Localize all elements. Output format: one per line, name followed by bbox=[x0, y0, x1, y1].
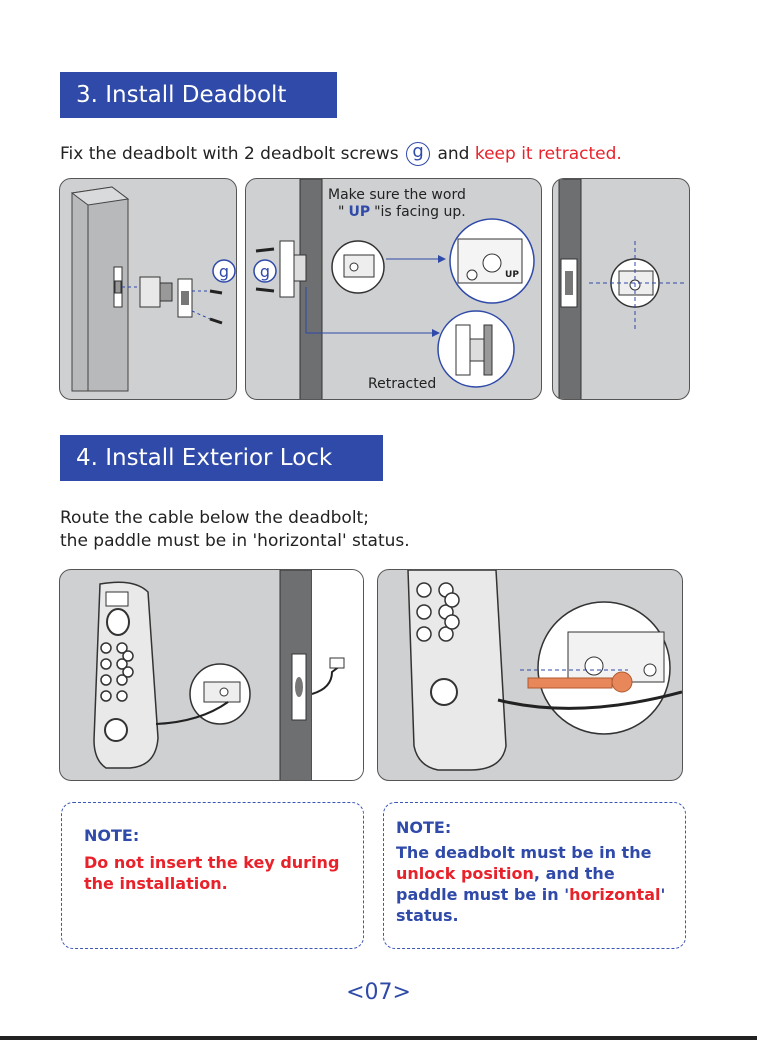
note-text: Do not insert the key during the install… bbox=[84, 853, 340, 893]
paddle-horizontal-panel bbox=[377, 569, 683, 781]
section-4-instruction-line1: Route the cable below the deadbolt; bbox=[60, 508, 369, 528]
note-text: The deadbolt must be in the unlock posit… bbox=[396, 843, 666, 925]
deadbolt-parts-illustration: g bbox=[70, 186, 236, 392]
note-title: NOTE: bbox=[396, 818, 452, 837]
note-title: NOTE: bbox=[84, 826, 140, 845]
instruction-retracted: keep it retracted. bbox=[474, 144, 622, 164]
screw-g-label: g bbox=[219, 262, 229, 281]
callout-line2: "UP"is facing up. bbox=[338, 204, 466, 220]
deadbolt-orientation-illustration: g UP Make sure the word "UP"is facing up… bbox=[253, 179, 535, 399]
callout-line1: Make sure the word bbox=[328, 187, 466, 203]
section-4-instruction-line2: the paddle must be in 'horizontal' statu… bbox=[60, 531, 410, 551]
deadbolt-alignment-panel bbox=[552, 178, 690, 400]
section-4-heading: 4. Install Exterior Lock bbox=[60, 435, 383, 481]
note-no-key: NOTE: Do not insert the key during the i… bbox=[61, 802, 364, 949]
paddle-horizontal-illustration bbox=[407, 570, 682, 771]
deadbolt-parts-panel: g bbox=[59, 178, 237, 400]
bottom-border bbox=[0, 1036, 757, 1040]
page-number: <07> bbox=[346, 980, 411, 1005]
exterior-lock-panel bbox=[59, 569, 364, 781]
note-unlock-position: NOTE: The deadbolt must be in the unlock… bbox=[383, 802, 686, 949]
horizontal-emphasis: horizontal bbox=[569, 885, 661, 904]
instruction-text: Fix the deadbolt with 2 deadbolt screws bbox=[60, 144, 399, 164]
deadbolt-alignment-illustration bbox=[558, 179, 685, 399]
deadbolt-orientation-panel: g UP Make sure the word "UP"is facing up… bbox=[245, 178, 542, 400]
svg-text:UP: UP bbox=[505, 270, 519, 280]
retracted-label: Retracted bbox=[368, 376, 436, 392]
section-3-heading: 3. Install Deadbolt bbox=[60, 72, 337, 118]
screw-g-icon: g bbox=[406, 142, 431, 166]
instruction-and: and bbox=[437, 144, 470, 164]
exterior-lock-illustration bbox=[93, 570, 363, 780]
section-3-instruction: Fix the deadbolt with 2 deadbolt screws … bbox=[60, 142, 622, 166]
unlock-position-emphasis: unlock position bbox=[396, 864, 534, 883]
svg-text:g: g bbox=[260, 262, 270, 281]
